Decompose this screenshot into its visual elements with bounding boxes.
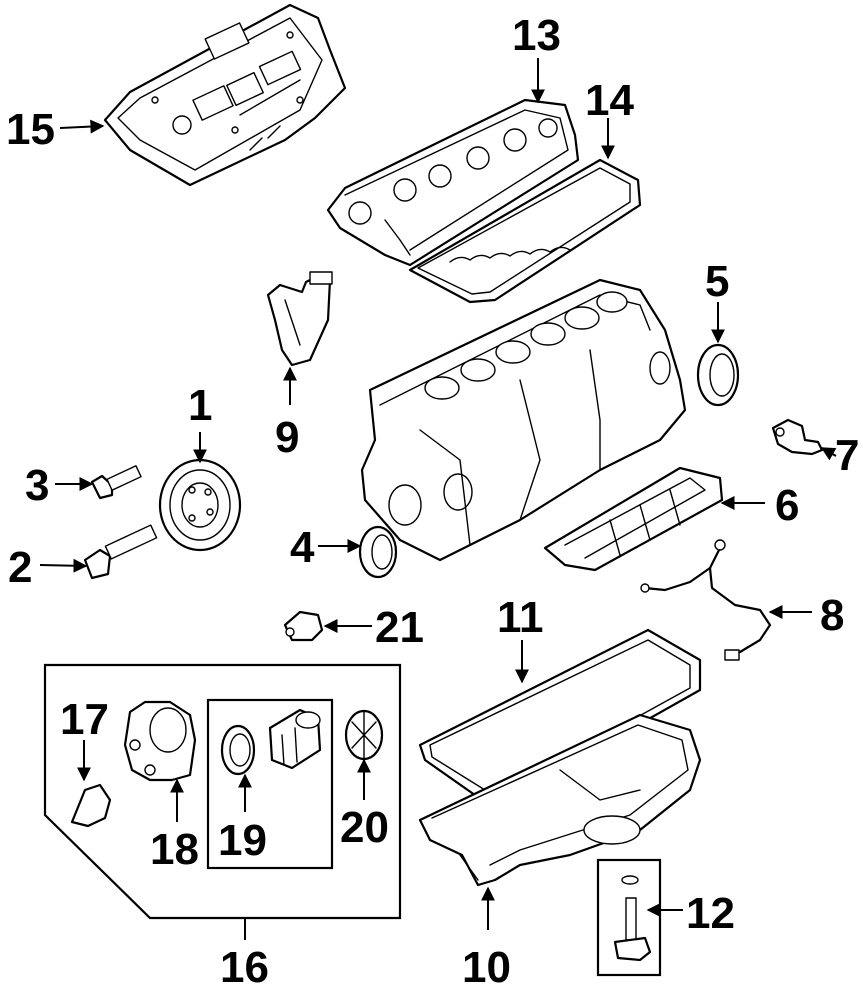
part-7-sensor[interactable] (771, 418, 824, 456)
callout-16: 16 (220, 943, 269, 992)
part-17-thermostat-gasket[interactable] (70, 783, 112, 828)
part-13-valve-cover[interactable] (326, 98, 580, 267)
part-4-front-seal[interactable] (358, 525, 398, 579)
leader-15 (59, 119, 105, 134)
callout-4: 4 (290, 523, 315, 572)
part-3-bolt[interactable] (90, 465, 142, 500)
callout-10: 10 (462, 943, 511, 992)
callout-9: 9 (275, 413, 299, 462)
part-9-camshaft-sensor[interactable] (266, 271, 333, 367)
callout-2: 2 (8, 543, 32, 592)
callout-3: 3 (25, 461, 49, 510)
callout-6: 6 (775, 481, 799, 530)
leader-2 (39, 558, 88, 573)
callout-18: 18 (150, 825, 199, 874)
part-12-box (596, 858, 662, 977)
callout-17: 17 (60, 695, 109, 744)
callout-7: 7 (835, 431, 859, 480)
part-16-group-box (43, 663, 402, 920)
part-19-oil-filter[interactable] (220, 708, 322, 776)
callout-5: 5 (705, 257, 729, 306)
part-8-oxygen-sensor[interactable] (640, 539, 772, 661)
callout-numbers: 15 13 14 5 9 1 3 7 6 2 4 8 21 11 10 12 1… (6, 11, 859, 992)
part-20-filter-cap[interactable] (344, 709, 384, 761)
callout-15: 15 (6, 105, 55, 154)
part-5-rear-seal[interactable] (696, 343, 740, 407)
callout-8: 8 (820, 591, 844, 640)
part-12-oil-level-sensor[interactable] (613, 875, 652, 962)
part-10-oil-pan[interactable] (418, 713, 702, 887)
callout-1: 1 (188, 381, 212, 430)
engine-block (360, 278, 687, 562)
part-18-oil-filter-housing[interactable] (123, 700, 197, 782)
callout-11: 11 (497, 593, 544, 642)
part-15-engine-cover[interactable] (103, 3, 347, 187)
part-21-sensor[interactable] (283, 610, 324, 642)
callout-19: 19 (218, 816, 267, 865)
leader-lines (39, 58, 837, 940)
part-2-bolt[interactable] (83, 524, 158, 580)
part-19-box (206, 698, 334, 870)
part-14-valve-cover-gasket[interactable] (408, 158, 642, 304)
leader-7 (820, 447, 837, 461)
callout-13: 13 (512, 11, 561, 60)
callout-12: 12 (686, 889, 735, 938)
callout-14: 14 (585, 76, 634, 125)
callout-21: 21 (375, 603, 424, 652)
part-1-crankshaft-pulley[interactable] (158, 458, 242, 552)
callout-20: 20 (340, 803, 389, 852)
